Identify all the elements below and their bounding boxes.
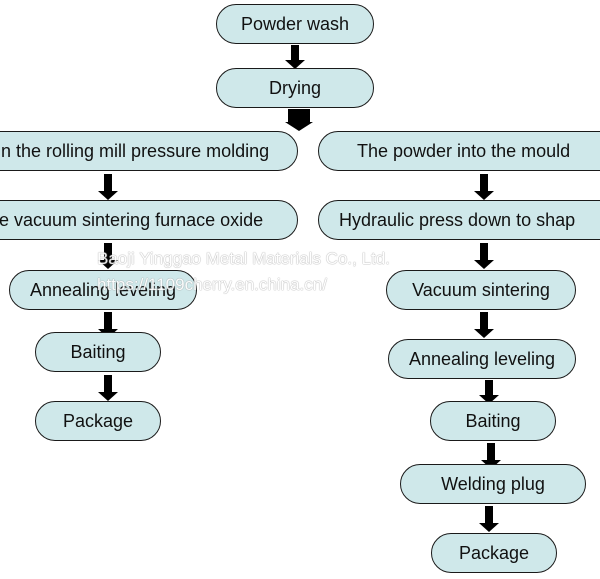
- arrow-down: [98, 174, 118, 200]
- node-welding-plug: Welding plug: [400, 464, 586, 504]
- node-powder-into-mould: The powder into the mould: [318, 131, 600, 171]
- arrow-down: [479, 506, 499, 532]
- node-baiting-right: Baiting: [430, 401, 556, 441]
- watermark-company: Baoji Yinggao Metal Materials Co., Ltd.: [97, 249, 390, 268]
- arrow-down: [285, 45, 305, 69]
- arrow-down: [479, 380, 499, 404]
- arrow-down: [98, 375, 118, 401]
- node-hydraulic-press: Hydraulic press down to shap: [318, 200, 600, 240]
- node-annealing-leveling-right: Annealing leveling: [388, 339, 576, 379]
- node-package-right: Package: [431, 533, 557, 573]
- node-powder-wash: Powder wash: [216, 4, 374, 44]
- node-baiting-left: Baiting: [35, 332, 161, 372]
- node-package-left: Package: [35, 401, 161, 441]
- arrow-down: [98, 243, 118, 269]
- node-annealing-leveling-left: Annealing leveling: [9, 270, 197, 310]
- arrow-down: [474, 174, 494, 200]
- arrow-split: [285, 109, 313, 131]
- node-rolling-mill-molding: n the rolling mill pressure molding: [0, 131, 298, 171]
- arrow-down: [474, 243, 494, 269]
- node-vacuum-sintering-furnace-oxide: e vacuum sintering furnace oxide: [0, 200, 298, 240]
- node-drying: Drying: [216, 68, 374, 108]
- node-vacuum-sintering: Vacuum sintering: [386, 270, 576, 310]
- arrow-down: [474, 312, 494, 338]
